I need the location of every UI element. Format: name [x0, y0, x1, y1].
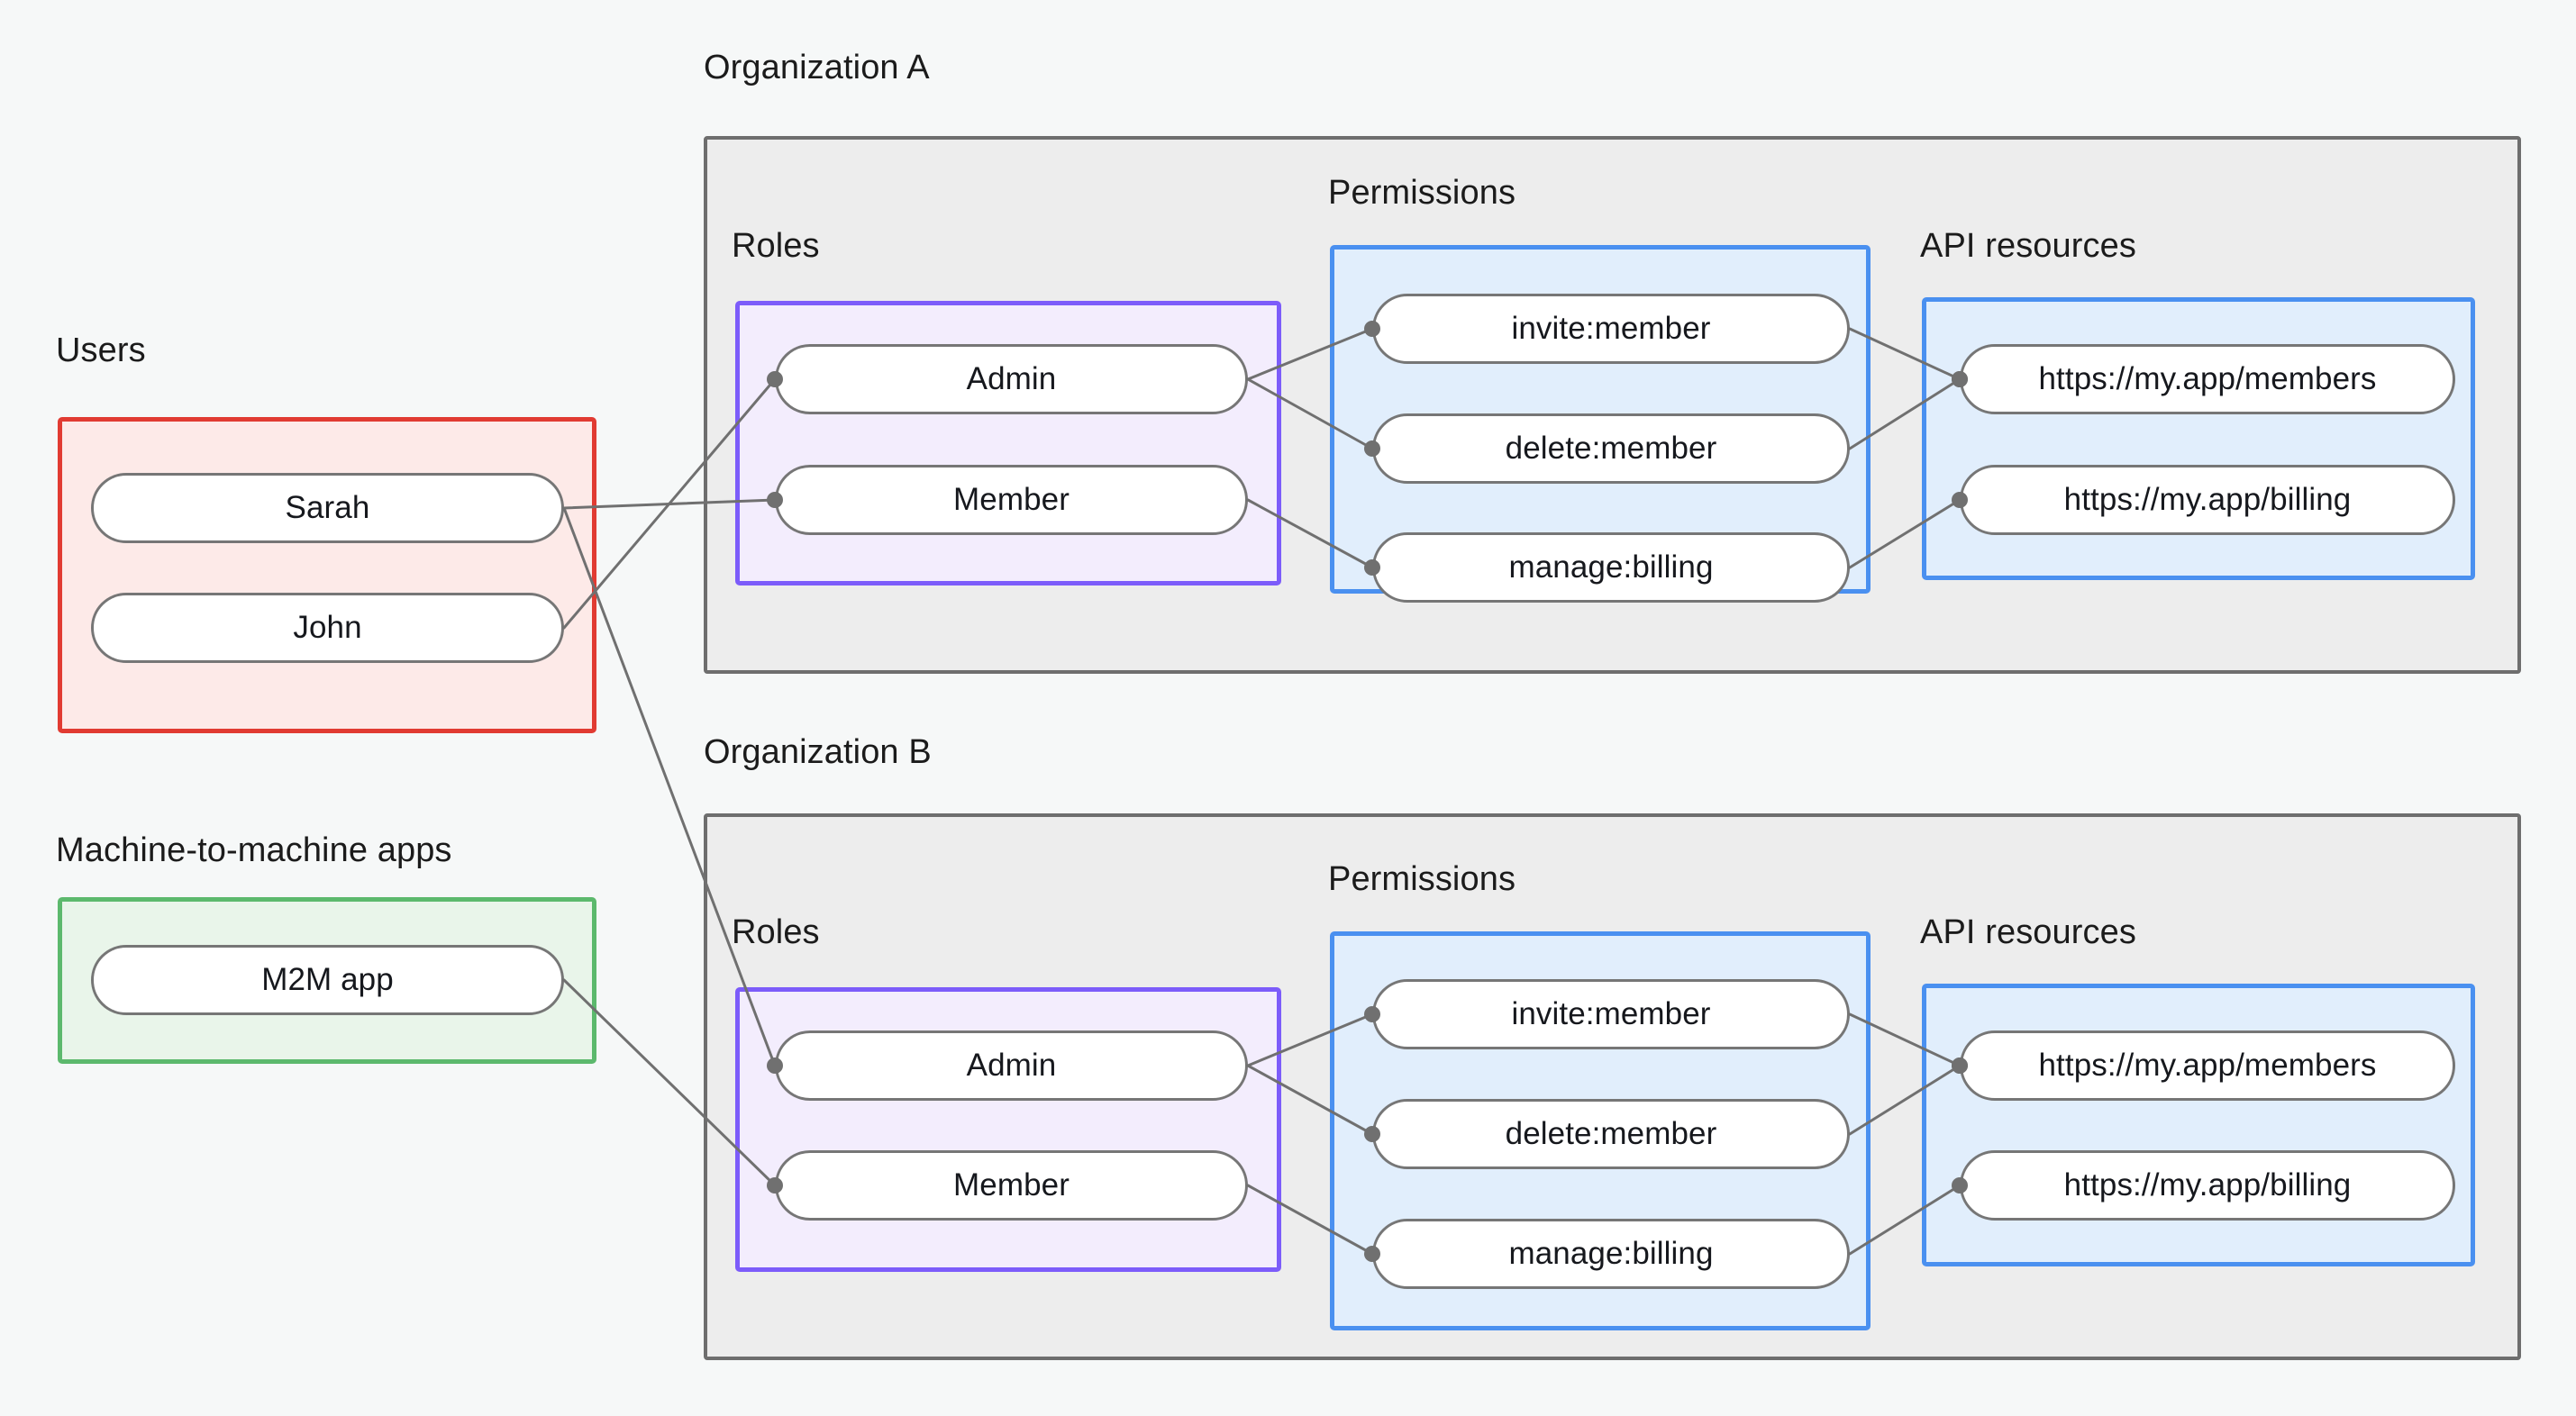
permission-pill-a-manage-billing[interactable]: manage:billing [1372, 532, 1850, 603]
api-resource-pill-a-members[interactable]: https://my.app/members [1960, 344, 2455, 414]
organization-b-label: Organization B [704, 733, 932, 771]
api-resource-pill-b-billing[interactable]: https://my.app/billing [1960, 1150, 2455, 1221]
user-pill-sarah[interactable]: Sarah [91, 473, 564, 543]
role-pill-a-admin[interactable]: Admin [775, 344, 1248, 414]
permission-pill-a-invite-member[interactable]: invite:member [1372, 294, 1850, 364]
organization-a-label: Organization A [704, 49, 930, 86]
user-pill-john[interactable]: John [91, 593, 564, 663]
roles-a-label: Roles [732, 227, 820, 265]
roles-b-label: Roles [732, 913, 820, 951]
permission-pill-a-delete-member[interactable]: delete:member [1372, 413, 1850, 484]
permission-pill-b-manage-billing[interactable]: manage:billing [1372, 1219, 1850, 1289]
api-resources-b-container [1922, 984, 2475, 1266]
m2m-app-pill[interactable]: M2M app [91, 945, 564, 1015]
users-group-label: Users [56, 331, 146, 369]
permissions-b-label: Permissions [1328, 860, 1516, 898]
permissions-a-label: Permissions [1328, 174, 1516, 212]
api-resource-pill-a-billing[interactable]: https://my.app/billing [1960, 465, 2455, 535]
api-resources-b-label: API resources [1920, 913, 2136, 951]
role-pill-a-member[interactable]: Member [775, 465, 1248, 535]
users-container [58, 417, 596, 733]
api-resource-pill-b-members[interactable]: https://my.app/members [1960, 1030, 2455, 1101]
m2m-group-label: Machine-to-machine apps [56, 831, 452, 869]
api-resources-a-label: API resources [1920, 227, 2136, 265]
permission-pill-b-delete-member[interactable]: delete:member [1372, 1099, 1850, 1169]
role-pill-b-member[interactable]: Member [775, 1150, 1248, 1221]
permission-pill-b-invite-member[interactable]: invite:member [1372, 979, 1850, 1049]
api-resources-a-container [1922, 297, 2475, 580]
role-pill-b-admin[interactable]: Admin [775, 1030, 1248, 1101]
